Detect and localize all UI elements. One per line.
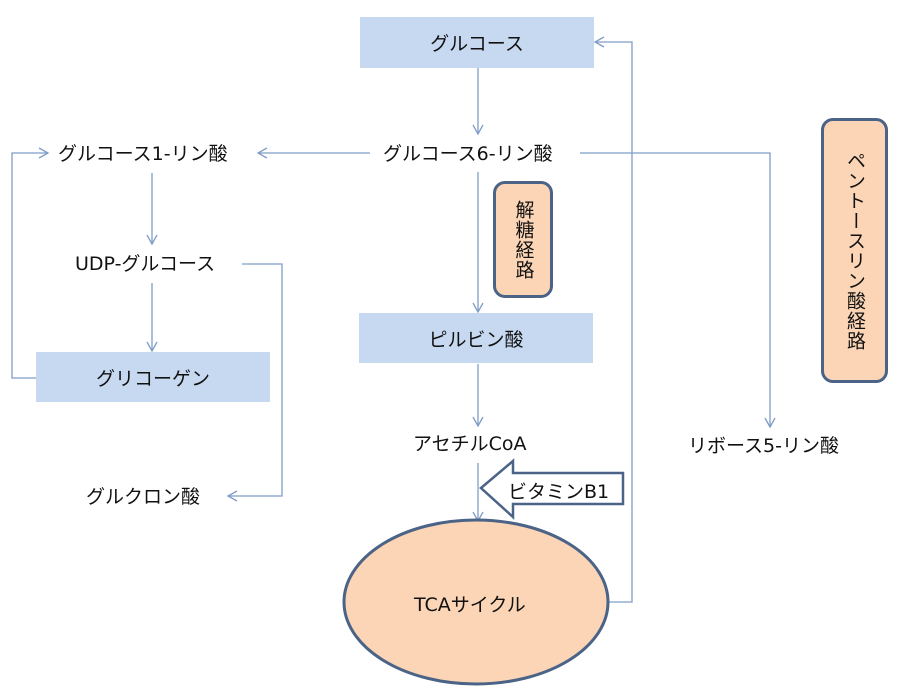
edge-udp-to-glucuronic: [226, 263, 283, 502]
edge-glycogen-to-g1p: [11, 147, 50, 379]
node-tca-cycle: TCAサイクル: [414, 594, 526, 616]
node-pyruvate-label: ピルビン酸: [428, 328, 524, 351]
edge-tca-to-glucose: [593, 36, 633, 603]
node-acetyl-coa: アセチルCoA: [413, 433, 527, 455]
node-glycogen-label: グリコーゲン: [95, 367, 210, 390]
pathway-glycolysis-label: 解糖経路: [512, 199, 535, 280]
pathway-pentose-phosphate-label: ペントースリン酸経路: [844, 150, 866, 351]
node-glycogen: グリコーゲン: [36, 352, 270, 402]
node-glucose: グルコース: [360, 17, 594, 68]
pathway-pentose-phosphate: ペントースリン酸経路: [821, 118, 888, 383]
node-glucose-label: グルコース: [430, 33, 524, 55]
node-pyruvate: ピルビン酸: [359, 313, 593, 363]
node-g1p: グルコース1-リン酸: [58, 143, 228, 165]
node-glucuronic-acid: グルクロン酸: [86, 486, 201, 508]
node-ribose5p: リボース5-リン酸: [688, 435, 839, 457]
edge-g6p-to-ribose5p: [580, 152, 776, 429]
vitamin-b1-block-arrow: [479, 458, 625, 520]
node-g6p: グルコース6-リン酸: [383, 143, 553, 165]
node-udp-glucose: UDP-グルコース: [75, 253, 216, 275]
pathway-glycolysis: 解糖経路: [493, 181, 553, 298]
tca-cycle-ellipse: [342, 518, 610, 686]
cofactor-vitamin-b1: ビタミンB1: [508, 481, 610, 503]
